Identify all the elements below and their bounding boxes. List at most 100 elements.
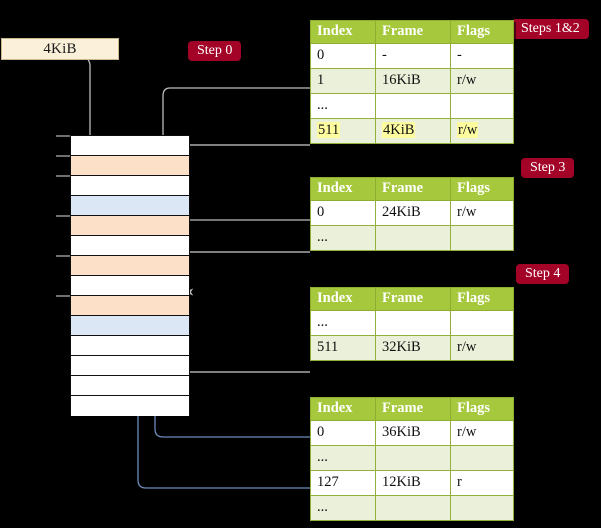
memory-tick	[56, 215, 70, 217]
table-cell: 127	[310, 470, 376, 496]
memory-frame-row	[71, 296, 189, 316]
table-cell: r	[450, 470, 514, 496]
memory-frame-row	[71, 156, 189, 176]
table-cell	[375, 225, 451, 251]
table-row: ...	[310, 225, 514, 251]
table-cell	[375, 310, 451, 336]
memory-tick	[56, 175, 70, 177]
table-cell: -	[375, 43, 451, 69]
column-header-flags: Flags	[450, 177, 514, 201]
badge-step-0-label: Step 0	[197, 42, 233, 58]
table-cell: 0	[310, 420, 376, 446]
table-cell	[450, 445, 514, 471]
table-cell	[450, 310, 514, 336]
memory-frame-row	[71, 276, 189, 296]
badge-step-3-label: Step 3	[530, 159, 566, 175]
table-row: ...	[310, 445, 514, 471]
highlighted-value: 511	[317, 122, 341, 138]
column-header-flags: Flags	[450, 397, 514, 421]
table-row: 0--	[310, 43, 514, 69]
column-header-frame: Frame	[375, 287, 451, 311]
table-cell: 511	[310, 118, 376, 144]
highlighted-value: r/w	[457, 122, 479, 138]
physical-memory-column	[70, 135, 190, 416]
memory-frame-row	[71, 356, 189, 376]
table-cell: 24KiB	[375, 200, 451, 226]
table-cell: r/w	[450, 68, 514, 94]
table-cell: 0	[310, 43, 376, 69]
memory-frame-row	[71, 396, 189, 416]
memory-frame-row	[71, 256, 189, 276]
table-cell: 16KiB	[375, 68, 451, 94]
memory-tick	[56, 155, 70, 157]
memory-tick	[56, 255, 70, 257]
table-cell: 0	[310, 200, 376, 226]
table-cell: r/w	[450, 200, 514, 226]
column-header-frame: Frame	[375, 177, 451, 201]
column-header-frame: Frame	[375, 20, 451, 44]
table-row: 511 4KiB r/w	[310, 118, 514, 144]
table-cell	[450, 495, 514, 521]
table-cell	[450, 93, 514, 119]
table-cell: ...	[310, 93, 376, 119]
memory-frame-row	[71, 316, 189, 336]
table-cell: r/w	[450, 420, 514, 446]
table-cell: ...	[310, 445, 376, 471]
badge-steps-1-2: Steps 1&2	[512, 19, 589, 39]
memory-frame-row	[71, 236, 189, 256]
badge-steps-1-2-label: Steps 1&2	[521, 20, 580, 36]
memory-frame-row	[71, 336, 189, 356]
size-box-4kib: 4KiB	[1, 38, 119, 60]
table-cell: 4KiB	[375, 118, 451, 144]
column-header-index: Index	[310, 287, 376, 311]
table-row: ...	[310, 93, 514, 119]
table-cell: ...	[310, 310, 376, 336]
memory-tick	[56, 135, 70, 137]
column-header-flags: Flags	[450, 20, 514, 44]
memory-frame-row	[71, 136, 189, 156]
table-cell: 1	[310, 68, 376, 94]
table-cell	[375, 93, 451, 119]
table-cell: r/w	[450, 118, 514, 144]
table-cell	[450, 225, 514, 251]
table-cell: -	[450, 43, 514, 69]
table-cell: 32KiB	[375, 335, 451, 361]
memory-tick	[56, 295, 70, 297]
column-header-flags: Flags	[450, 287, 514, 311]
table-row: ...	[310, 310, 514, 336]
memory-frame-row	[71, 376, 189, 396]
size-box-label: 4KiB	[43, 40, 77, 57]
table-cell: 511	[310, 335, 376, 361]
highlighted-value: 4KiB	[382, 122, 416, 138]
badge-step-4: Step 4	[516, 264, 570, 284]
memory-frame-row	[71, 196, 189, 216]
memory-frame-row	[71, 216, 189, 236]
memory-frame-row	[71, 176, 189, 196]
column-header-index: Index	[310, 397, 376, 421]
column-header-index: Index	[310, 20, 376, 44]
badge-step-3: Step 3	[521, 158, 575, 178]
table-cell: ...	[310, 225, 376, 251]
table-row: ...	[310, 495, 514, 521]
column-header-index: Index	[310, 177, 376, 201]
badge-step-4-label: Step 4	[525, 265, 561, 281]
table-cell: 36KiB	[375, 420, 451, 446]
table-cell	[375, 445, 451, 471]
table-cell	[375, 495, 451, 521]
table-cell: ...	[310, 495, 376, 521]
column-header-frame: Frame	[375, 397, 451, 421]
table-cell: r/w	[450, 335, 514, 361]
